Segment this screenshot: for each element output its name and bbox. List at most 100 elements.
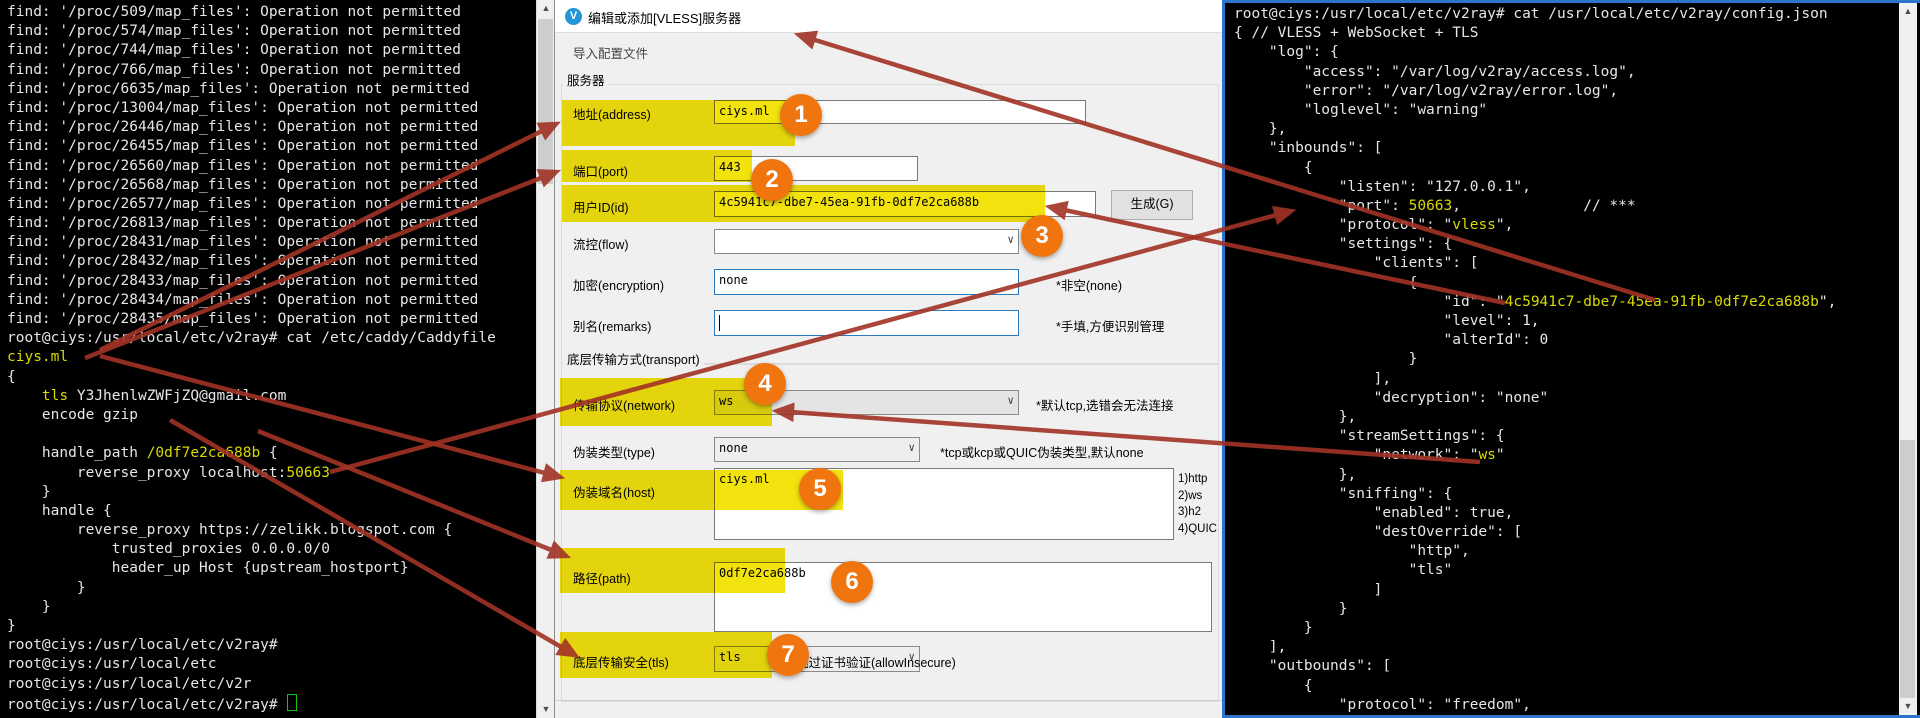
terminal-line: find: '/proc/744/map_files': Operation n… — [7, 42, 461, 59]
menu-import-config[interactable]: 导入配置文件 — [573, 47, 649, 61]
terminal-line: root@ciys:/usr/local/etc/v2ray# — [7, 637, 278, 654]
terminal-line: find: '/proc/574/map_files': Operation n… — [7, 23, 461, 40]
terminal-line: tls Y3JhenlwZWFjZQ@gmail.com — [41, 387, 287, 404]
terminal-line: "access": "/var/log/v2ray/access.log", — [1234, 63, 1636, 80]
terminal-line: "inbounds": [ — [1234, 140, 1383, 157]
terminal-line: "protocol": "freedom", — [1234, 696, 1531, 713]
terminal-line: "streamSettings": { — [1234, 428, 1505, 445]
server-group-label: 服务器 — [563, 70, 609, 89]
terminal-line: handle { — [7, 502, 112, 519]
remarks-label: 别名(remarks) — [573, 320, 652, 334]
flow-select[interactable]: ∨ — [714, 229, 1019, 254]
right-terminal-output: root@ciys:/usr/local/etc/v2ray# cat /usr… — [1234, 5, 1894, 715]
dialog-title: 编辑或添加[VLESS]服务器 — [588, 11, 742, 26]
terminal-line: "enabled": true, — [1234, 504, 1514, 521]
terminal-line: ], — [1234, 370, 1392, 387]
highlight-network — [560, 378, 772, 426]
terminal-line: "log": { — [1234, 44, 1339, 61]
terminal-line: find: '/proc/509/map_files': Operation n… — [7, 4, 461, 20]
scroll-up-icon[interactable]: ▲ — [537, 0, 555, 17]
chevron-down-icon: ∨ — [908, 650, 915, 663]
terminal-line: encode gzip — [7, 406, 138, 423]
terminal-line: "decryption": "none" — [1234, 389, 1549, 406]
highlight-host — [560, 470, 843, 510]
highlight-user-id — [562, 185, 1045, 222]
text-caret — [719, 315, 720, 331]
path-textarea[interactable]: 0df7e2ca688b — [714, 562, 1212, 632]
terminal-line: reverse_proxy localhost:50663 — [7, 464, 331, 481]
highlight-address — [562, 100, 795, 146]
terminal-line: "network": "ws" — [1234, 447, 1505, 464]
generate-button[interactable]: 生成(G) — [1111, 190, 1193, 220]
type-select[interactable]: none∨ — [714, 437, 920, 462]
terminal-line: find: '/proc/26560/map_files': Operation… — [7, 157, 479, 174]
step-badge-2: 2 — [751, 159, 793, 201]
transport-group-label: 底层传输方式(transport) — [563, 349, 704, 368]
terminal-line: root@ciys:/usr/local/etc/v2ray# — [7, 693, 527, 713]
terminal-line: } — [1234, 600, 1348, 617]
terminal-line: "protocol": "vless", — [1234, 217, 1514, 234]
terminal-line: "id": "4c5941c7-dbe7-45ea-91fb-0df7e2ca6… — [1234, 293, 1837, 310]
type-label: 伪装类型(type) — [573, 446, 655, 460]
terminal-line: "level": 1, — [1234, 313, 1540, 329]
terminal-line: "http", — [1234, 543, 1470, 560]
terminal-line: root@ciys:/usr/local/etc/v2ray# cat /usr… — [1234, 6, 1828, 22]
highlight-port — [562, 150, 752, 182]
terminal-line: find: '/proc/28434/map_files': Operation… — [7, 291, 479, 308]
terminal-line: "destOverride": [ — [1234, 524, 1523, 541]
terminal-line: "loglevel": "warning" — [1234, 101, 1488, 118]
scrollbar-thumb[interactable] — [538, 19, 553, 184]
left-terminal-scrollbar[interactable]: ▲ ▼ — [536, 0, 555, 718]
terminal-line: ] — [1234, 581, 1383, 598]
terminal-line: find: '/proc/766/map_files': Operation n… — [7, 61, 461, 78]
chevron-down-icon: ∨ — [1007, 233, 1014, 246]
terminal-line: { // VLESS + WebSocket + TLS — [1234, 25, 1479, 42]
remarks-hint: *手填,方便识别管理 — [1056, 320, 1165, 334]
terminal-line: }, — [1234, 121, 1287, 138]
terminal-line: root@ciys:/usr/local/etc/v2r — [7, 675, 252, 692]
encryption-input[interactable]: none — [714, 269, 1019, 295]
terminal-line: find: '/proc/28433/map_files': Operation… — [7, 272, 479, 289]
right-terminal-window[interactable]: root@ciys:/usr/local/etc/v2ray# cat /usr… — [1222, 0, 1920, 718]
remarks-input[interactable] — [714, 310, 1019, 336]
terminal-line: ], — [1234, 639, 1287, 656]
terminal-line: find: '/proc/13004/map_files': Operation… — [7, 99, 479, 116]
step-badge-3: 3 — [1021, 215, 1063, 257]
terminal-line: find: '/proc/26813/map_files': Operation… — [7, 215, 479, 232]
terminal-line: handle_path /0df7e2ca688b { — [7, 445, 278, 462]
terminal-line: "error": "/var/log/v2ray/error.log", — [1234, 82, 1619, 99]
terminal-line: { — [1234, 677, 1313, 694]
scroll-down-icon[interactable]: ▼ — [1899, 698, 1917, 715]
terminal-line: find: '/proc/26455/map_files': Operation… — [7, 138, 479, 155]
terminal-line: { — [1234, 274, 1418, 291]
step-badge-7: 7 — [767, 634, 809, 676]
terminal-line: find: '/proc/6635/map_files': Operation … — [7, 80, 470, 97]
terminal-line: } — [7, 483, 51, 500]
type-hint: *tcp或kcp或QUIC伪装类型,默认none — [940, 446, 1144, 460]
terminal-line: { — [1234, 159, 1313, 176]
scroll-down-icon[interactable]: ▼ — [537, 701, 555, 718]
terminal-cursor — [287, 693, 298, 711]
terminal-line: "clients": [ — [1234, 255, 1479, 272]
right-terminal-scrollbar[interactable]: ▲ ▼ — [1899, 3, 1917, 715]
terminal-line: reverse_proxy https://zelikk.blogspot.co… — [7, 522, 453, 539]
terminal-line: find: '/proc/28431/map_files': Operation… — [7, 234, 479, 251]
terminal-line: header_up Host {upstream_hostport} — [7, 560, 409, 577]
host-hint-list: 1)http 2)ws 3)h2 4)QUIC — [1178, 473, 1217, 535]
dialog-bottom-separator — [555, 700, 1222, 701]
scrollbar-thumb[interactable] — [1900, 440, 1915, 698]
left-terminal-window[interactable]: find: '/proc/509/map_files': Operation n… — [0, 0, 536, 718]
terminal-line: } — [7, 579, 86, 596]
terminal-line: "listen": "127.0.0.1", — [1234, 178, 1531, 195]
left-terminal-output: find: '/proc/509/map_files': Operation n… — [7, 3, 527, 713]
chevron-down-icon: ∨ — [1007, 394, 1014, 407]
terminal-line: ciys.ml — [7, 349, 69, 366]
terminal-line: }, — [1234, 466, 1357, 483]
flow-label: 流控(flow) — [573, 238, 629, 252]
terminal-line: find: '/proc/28435/map_files': Operation… — [7, 311, 479, 327]
terminal-line: } — [1234, 620, 1313, 636]
terminal-line: } — [7, 618, 16, 634]
dialog-titlebar[interactable]: V 编辑或添加[VLESS]服务器 — [555, 0, 1222, 33]
encryption-label: 加密(encryption) — [573, 279, 664, 293]
scroll-up-icon[interactable]: ▲ — [1899, 3, 1917, 20]
